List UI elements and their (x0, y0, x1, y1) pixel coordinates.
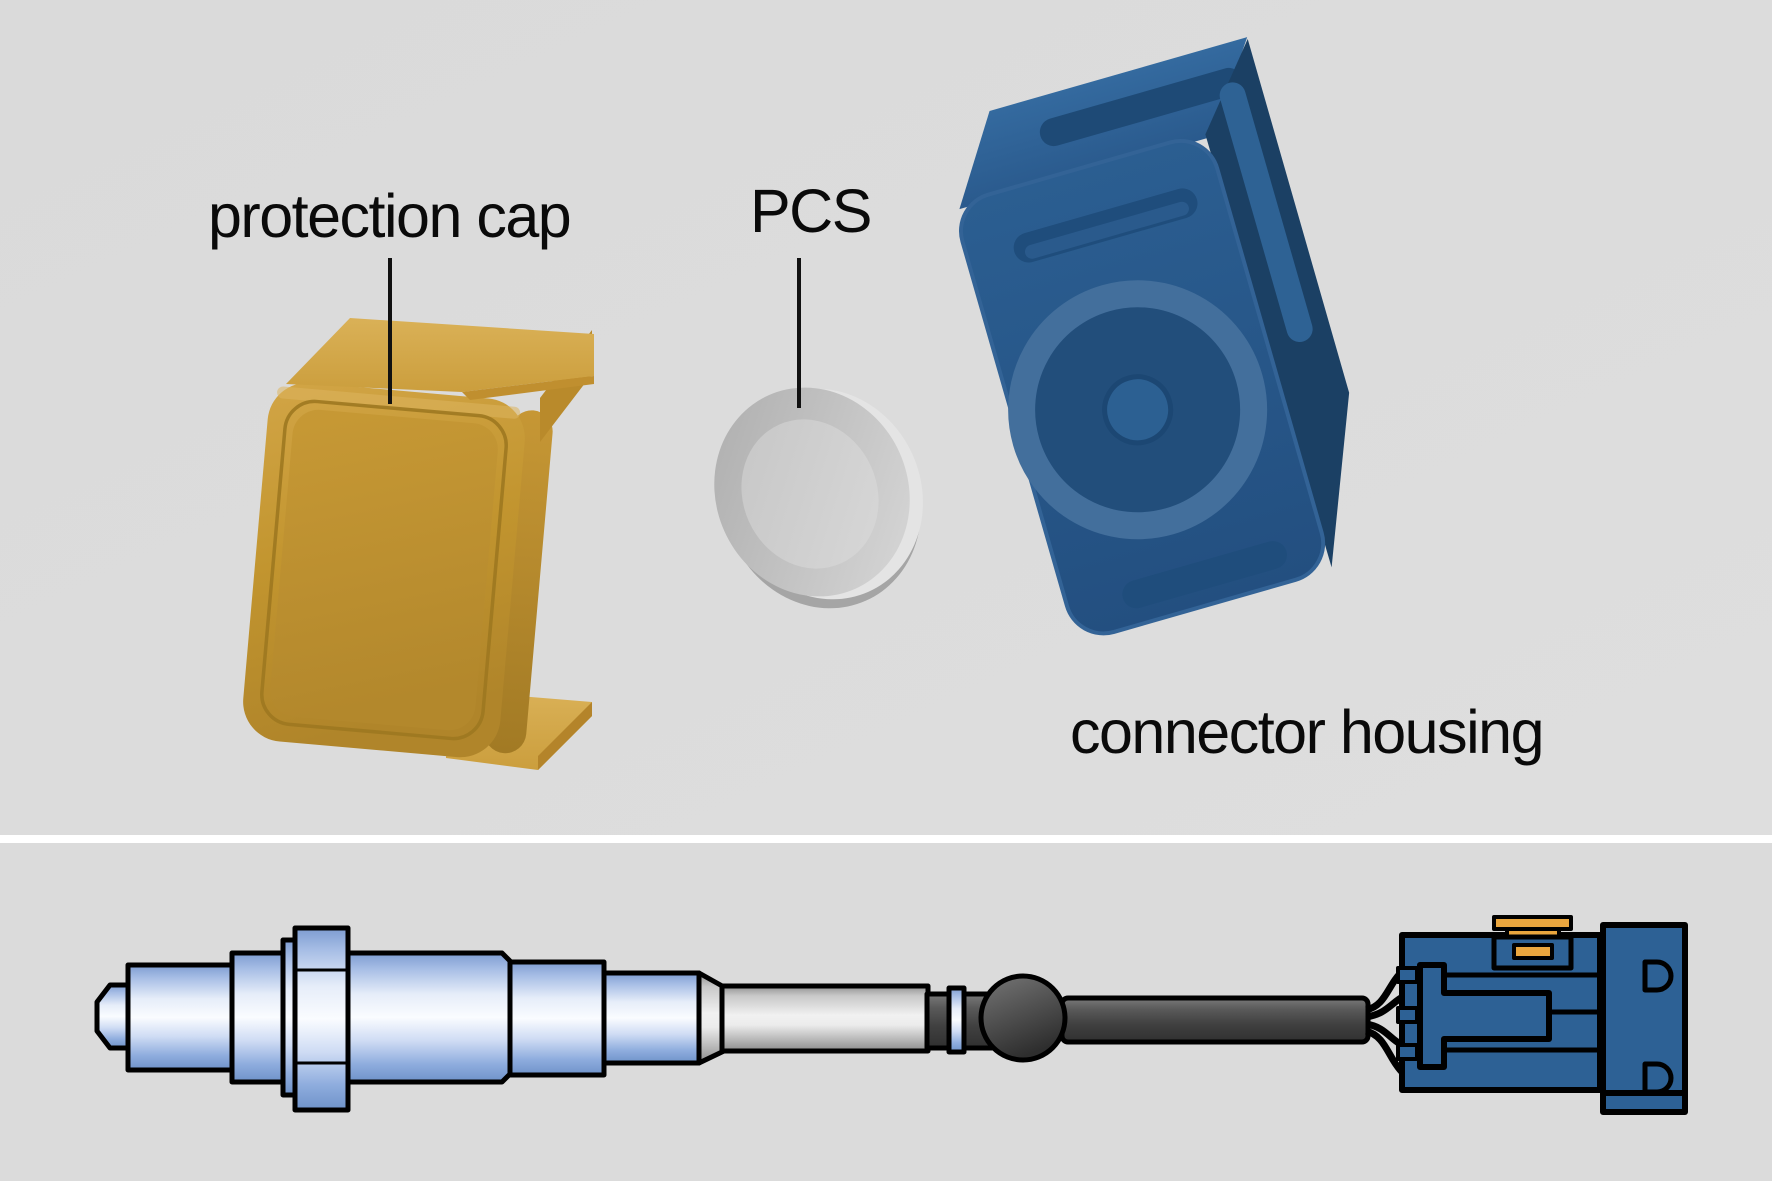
pcs-seal-illustration (714, 387, 923, 609)
connector-housing-top-slot (1039, 67, 1243, 147)
plug-clip-inner (1512, 943, 1554, 960)
sensor-cable (978, 969, 1406, 1075)
connector-housing-front-bottom-slot (1122, 541, 1287, 609)
connector-housing-illustration (959, 37, 1350, 636)
sensor-panel (0, 843, 1772, 1181)
plug-left-tab-2 (1396, 1006, 1419, 1024)
oxygen-sensor-illustration (94, 915, 1688, 1115)
sensor-main-body (345, 950, 513, 1085)
grommet-sleeve-left (924, 991, 952, 1051)
cable-grommet-ball (978, 973, 1068, 1063)
protection-cap-top-highlight (277, 386, 521, 419)
wire-4 (1364, 1027, 1405, 1075)
sensor-probe (94, 925, 702, 1113)
pcs-label: PCS (750, 177, 871, 245)
protection-cap-inner-panel (270, 409, 498, 731)
protection-cap-label: protection cap (208, 182, 570, 250)
protection-cap-bottom-flange-edge (538, 702, 592, 770)
sensor-collar (507, 959, 607, 1078)
sensor-shoulder (229, 950, 286, 1085)
sensor-tip-sleeve (125, 962, 235, 1073)
section-divider (0, 835, 1772, 843)
plug-key-profile (1417, 962, 1552, 1070)
connector-housing-side-slot (1219, 82, 1313, 342)
plug-latch-housing (1491, 934, 1574, 971)
sensor-neck (601, 970, 702, 1066)
metal-tube (719, 983, 931, 1054)
pcs-seal-inner-disc (741, 419, 879, 569)
plug-d-hole-top (1642, 959, 1674, 993)
plug-left-tab-3 (1396, 1043, 1419, 1061)
cable (1059, 995, 1371, 1045)
protection-cap-illustration (243, 318, 594, 770)
connector-housing-center-hub (1102, 374, 1174, 446)
sensor-tip (94, 982, 131, 1051)
protection-cap-top-flange-edge (462, 376, 594, 400)
sensor-hex-nut (292, 925, 351, 1113)
parts-panel: protection cap PCS connector housing (0, 0, 1772, 835)
protection-cap-groove (260, 399, 508, 741)
connector-plug (1396, 915, 1688, 1115)
plug-d-hole-bottom (1642, 1061, 1674, 1095)
protection-cap-top-flange (286, 318, 594, 392)
sensor-tube-and-grommet (696, 970, 995, 1066)
connector-housing-front-top-slot-floor (1024, 201, 1189, 259)
connector-housing-label: connector housing (1070, 698, 1543, 766)
connector-housing-recess-ring (1008, 280, 1268, 540)
plug-left-tab-1 (1396, 966, 1419, 984)
